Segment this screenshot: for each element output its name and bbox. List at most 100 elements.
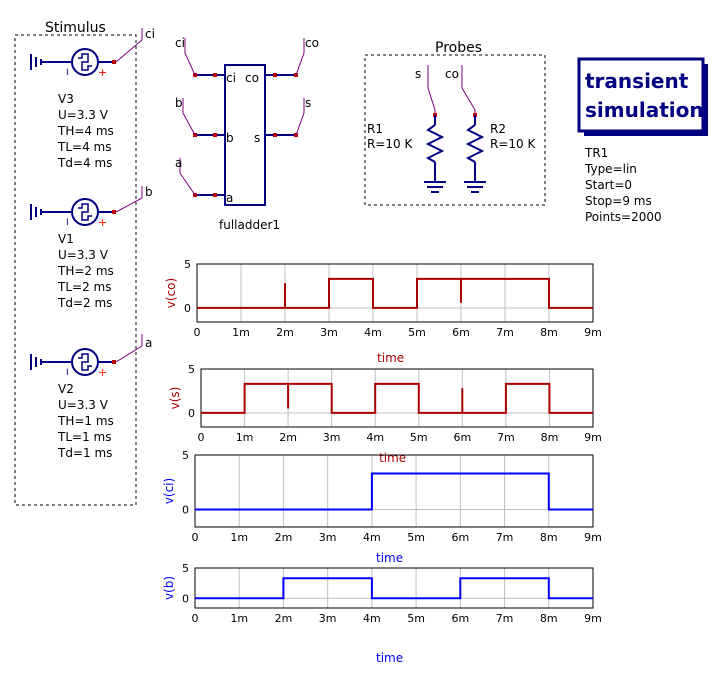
- pulse-source-icon: [71, 348, 116, 376]
- source-minus-mark: I: [66, 68, 69, 78]
- resistor-r1[interactable]: [424, 115, 446, 193]
- source-name: V2: [58, 382, 74, 396]
- resistor-r2[interactable]: [464, 115, 486, 193]
- plot-frame: [194, 567, 594, 609]
- source-param: TH=1 ms: [57, 414, 114, 428]
- pin-label-ci: ci: [226, 71, 236, 85]
- plot-frame: [200, 368, 594, 428]
- x-tick-label: 5m: [407, 612, 425, 625]
- x-tick-label: 6m: [453, 431, 471, 444]
- wire-label-b[interactable]: b: [175, 96, 183, 110]
- source-minus-mark: I: [66, 218, 69, 228]
- x-tick-label: 3m: [319, 531, 337, 544]
- source-param: Td=2 ms: [57, 296, 112, 310]
- pin-label-s: s: [254, 131, 260, 145]
- x-tick-label: 8m: [540, 612, 558, 625]
- y-tick-label: 0: [184, 302, 191, 315]
- y-axis-label: v(b): [162, 576, 176, 600]
- resistor-name: R1: [367, 122, 383, 136]
- voltage-source-v1[interactable]: I + b V1 U=3.3 V TH=2 ms TL=2 ms Td=2 ms: [30, 185, 153, 310]
- pin-label-a: a: [226, 191, 233, 205]
- y-axis-label: v(co): [164, 278, 178, 308]
- probes-frame[interactable]: [364, 54, 546, 206]
- x-tick-label: 6m: [451, 612, 469, 625]
- simulation-name: TR1: [584, 146, 608, 160]
- x-tick-label: 0: [192, 531, 199, 544]
- wire-label-s[interactable]: s: [305, 96, 311, 110]
- x-tick-label: 9m: [584, 326, 602, 339]
- x-axis-label: time: [377, 351, 404, 365]
- source-plus-mark: +: [98, 366, 107, 379]
- fulladder-name: fulladder1: [219, 218, 280, 232]
- transient-simulation-block[interactable]: transient simulation: [577, 57, 708, 136]
- x-tick-label: 4m: [366, 431, 384, 444]
- source-param: U=3.3 V: [58, 108, 109, 122]
- source-plus-mark: +: [98, 216, 107, 229]
- voltage-source-v2[interactable]: I + a V2 U=3.3 V TH=1 ms TL=1 ms Td=1 ms: [30, 334, 152, 460]
- wire-label-co[interactable]: co: [305, 36, 319, 50]
- x-tick-label: 5m: [408, 326, 426, 339]
- x-tick-label: 8m: [540, 326, 558, 339]
- waveform-trace: [197, 277, 593, 309]
- x-tick-label: 1m: [236, 431, 254, 444]
- stimulus-frame[interactable]: [14, 34, 137, 506]
- source-minus-mark: I: [66, 368, 69, 378]
- resistor-value: R=10 K: [367, 137, 413, 151]
- x-tick-label: 2m: [275, 531, 293, 544]
- y-tick-label: 5: [182, 449, 189, 462]
- x-tick-label: 1m: [232, 326, 250, 339]
- x-tick-label: 5m: [407, 531, 425, 544]
- ground-symbol: [30, 54, 71, 70]
- y-tick-label: 0: [182, 592, 189, 605]
- waveform-trace: [195, 472, 593, 511]
- plot-frame: [196, 263, 594, 323]
- x-tick-label: 7m: [497, 431, 515, 444]
- x-tick-label: 7m: [496, 326, 514, 339]
- y-axis-label: v(ci): [162, 478, 176, 504]
- wire-label-b[interactable]: b: [145, 185, 153, 199]
- fulladder-component[interactable]: ci b a co s fulladder1: [193, 64, 298, 232]
- source-name: V1: [58, 232, 74, 246]
- x-axis-label: time: [376, 651, 403, 665]
- x-tick-label: 4m: [364, 326, 382, 339]
- x-tick-label: 2m: [279, 431, 297, 444]
- source-param: TH=4 ms: [57, 124, 114, 138]
- source-param: TL=1 ms: [57, 430, 111, 444]
- wire-label-line: [115, 197, 143, 213]
- probe-resistors: s R1 R=10 K co R2 R=10 K: [367, 65, 536, 193]
- x-tick-label: 6m: [452, 326, 470, 339]
- source-name: V3: [58, 92, 74, 106]
- probes-title: Probes: [435, 40, 482, 56]
- pin-label-co: co: [245, 71, 259, 85]
- voltage-source-v3[interactable]: I + ci V3 U=3.3 V TH=4 ms TL=4 ms Td=4 m…: [30, 27, 155, 170]
- x-tick-label: 8m: [540, 531, 558, 544]
- wire-label-a[interactable]: a: [175, 156, 182, 170]
- x-axis-label: time: [379, 451, 406, 465]
- fulladder-wire-labels: [179, 38, 305, 196]
- y-tick-label: 5: [184, 258, 191, 271]
- source-param: Td=1 ms: [57, 446, 112, 460]
- y-tick-label: 5: [188, 363, 195, 376]
- wire-label-ci[interactable]: ci: [145, 27, 155, 41]
- source-param: TL=2 ms: [57, 280, 111, 294]
- wire-label-ci[interactable]: ci: [175, 36, 185, 50]
- resistor-name: R2: [490, 122, 506, 136]
- probes-group: Probes: [364, 40, 546, 206]
- y-tick-label: 0: [188, 407, 195, 420]
- probe-net-co[interactable]: co: [445, 67, 459, 81]
- source-param: Td=4 ms: [57, 156, 112, 170]
- simulation-param: Type=lin: [584, 162, 637, 176]
- wire-label-line: [115, 39, 143, 63]
- x-tick-label: 0: [198, 431, 205, 444]
- probe-net-s[interactable]: s: [415, 67, 421, 81]
- source-plus-mark: +: [98, 66, 107, 79]
- x-tick-label: 8m: [541, 431, 559, 444]
- x-tick-label: 1m: [230, 612, 248, 625]
- wire-label-a[interactable]: a: [145, 336, 152, 350]
- x-tick-label: 2m: [276, 326, 294, 339]
- simulation-param: Stop=9 ms: [585, 194, 652, 208]
